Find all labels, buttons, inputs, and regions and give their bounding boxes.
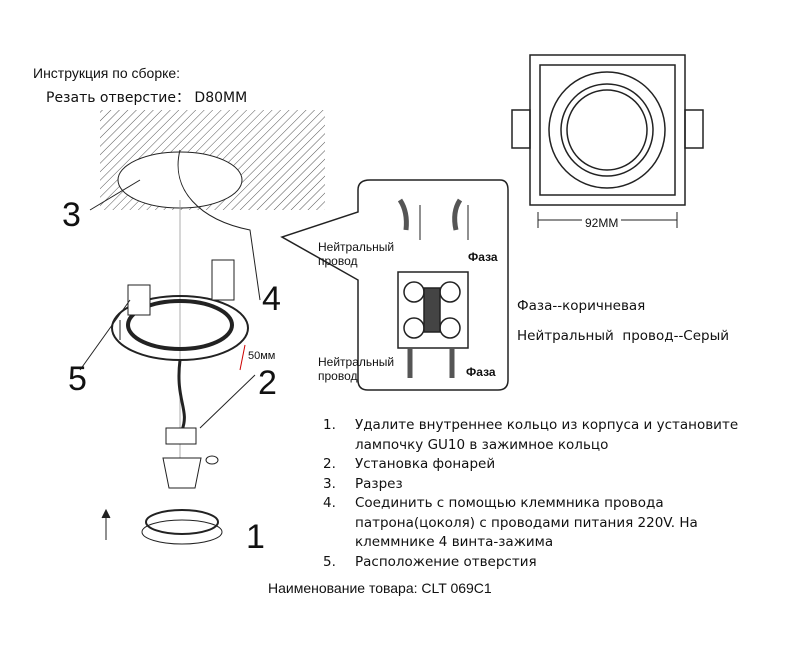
- dimension-92mm: 92MM: [582, 216, 622, 230]
- step-4: 4. Соединить с помощью клеммника провода п…: [323, 494, 738, 553]
- step-2: 2. Установка фонарей: [323, 455, 738, 475]
- step-number: 2.: [323, 456, 336, 472]
- step-text: Установка фонарей: [355, 456, 496, 472]
- callout-3: 3: [62, 196, 81, 234]
- step-number: 4.: [323, 495, 336, 511]
- ceiling-cutout: [89, 110, 325, 460]
- phase-wire-label-top: Фаза: [468, 250, 498, 264]
- dimension-50mm: 50мм: [248, 350, 276, 362]
- step-3: 3. Разрез: [323, 475, 738, 495]
- callout-1: 1: [246, 518, 265, 556]
- legend-neutral: Нейтральный провод--Серый: [517, 328, 730, 344]
- callout-4: 4: [262, 280, 281, 318]
- step-number: 1.: [323, 417, 336, 433]
- callout-5: 5: [68, 360, 87, 398]
- label-line: провод: [318, 254, 358, 268]
- cut-hole-size: Резать отверстие： D80MM: [46, 90, 248, 106]
- step-text: Расположение отверстия: [355, 553, 537, 570]
- label-line: Нейтральный: [318, 355, 395, 369]
- fixture-housing: [79, 259, 256, 545]
- product-name: Наименование товара: CLT 069C1: [268, 580, 492, 596]
- step-line: клеммнике 4 винта-зажима: [355, 534, 554, 550]
- step-text: Разрез: [355, 475, 403, 492]
- step-number: 5.: [323, 553, 336, 570]
- phase-wire-label-bottom: Фаза: [466, 365, 496, 379]
- step-line: лампочку GU10 в зажимное кольцо: [355, 436, 609, 453]
- instruction-title: Инструкция по сборке:: [33, 65, 181, 81]
- step-text: Соединить с помощью клеммника провода пат…: [355, 494, 698, 553]
- step-line: Соединить с помощью клеммника провода: [355, 495, 664, 511]
- step-text: Удалите внутреннее кольцо из корпуса и у…: [355, 416, 738, 455]
- label-line: Нейтральный: [318, 240, 395, 254]
- steps-list: 1. Удалите внутреннее кольцо из корпуса и…: [323, 416, 738, 572]
- callout-2: 2: [258, 364, 277, 402]
- wiring-detail-box: [280, 179, 509, 391]
- step-line: Удалите внутреннее кольцо из корпуса и у…: [355, 417, 739, 433]
- label-line: провод: [318, 369, 358, 383]
- step-1: 1. Удалите внутреннее кольцо из корпуса и…: [323, 416, 738, 455]
- top-view-square: [511, 54, 704, 228]
- step-5: 5. Расположение отверстия: [323, 553, 738, 573]
- step-line: патрона(цоколя) с проводами питания 220V…: [355, 514, 698, 531]
- legend-phase: Фаза--коричневая: [517, 298, 646, 314]
- step-number: 3.: [323, 475, 336, 492]
